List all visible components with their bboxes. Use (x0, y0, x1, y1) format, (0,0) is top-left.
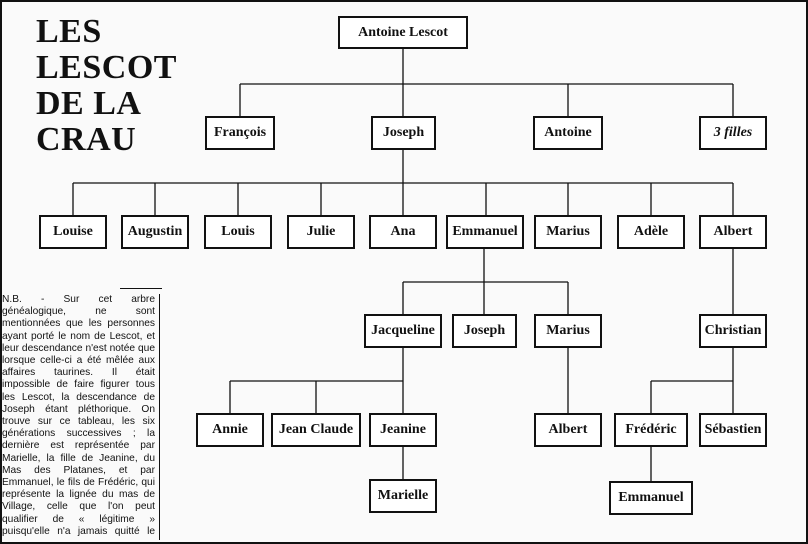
note-rule (120, 288, 162, 289)
node-jeanine: Jeanine (369, 413, 437, 447)
page-title: LES LESCOT DE LA CRAU (36, 14, 236, 158)
node-antoine: Antoine (533, 116, 603, 150)
node-emmanuel-2: Emmanuel (609, 481, 693, 515)
node-marius: Marius (534, 215, 602, 249)
node-ana: Ana (369, 215, 437, 249)
node-antoine-lescot: Antoine Lescot (338, 16, 468, 49)
node-jean-claude: Jean Claude (271, 413, 361, 447)
node-christian: Christian (699, 314, 767, 348)
node-joseph-2: Joseph (452, 314, 517, 348)
node-albert-2: Albert (534, 413, 602, 447)
node-adele: Adèle (617, 215, 685, 249)
node-albert: Albert (699, 215, 767, 249)
node-jacqueline: Jacqueline (364, 314, 442, 348)
node-marius-2: Marius (534, 314, 602, 348)
node-francois: François (205, 116, 275, 150)
note-paragraph: N.B. - Sur cet arbre généalogique, ne so… (2, 294, 160, 540)
node-sebastien: Sébastien (699, 413, 767, 447)
node-annie: Annie (196, 413, 264, 447)
node-emmanuel: Emmanuel (446, 215, 524, 249)
node-louise: Louise (39, 215, 107, 249)
node-julie: Julie (287, 215, 355, 249)
node-marielle: Marielle (369, 479, 437, 513)
title-line-1: LES LESCOT (36, 13, 177, 86)
node-augustin: Augustin (121, 215, 189, 249)
node-louis: Louis (204, 215, 272, 249)
node-joseph: Joseph (371, 116, 436, 150)
node-3-filles: 3 filles (699, 116, 767, 150)
node-frederic: Frédéric (614, 413, 688, 447)
title-line-2: DE LA CRAU (36, 85, 140, 158)
